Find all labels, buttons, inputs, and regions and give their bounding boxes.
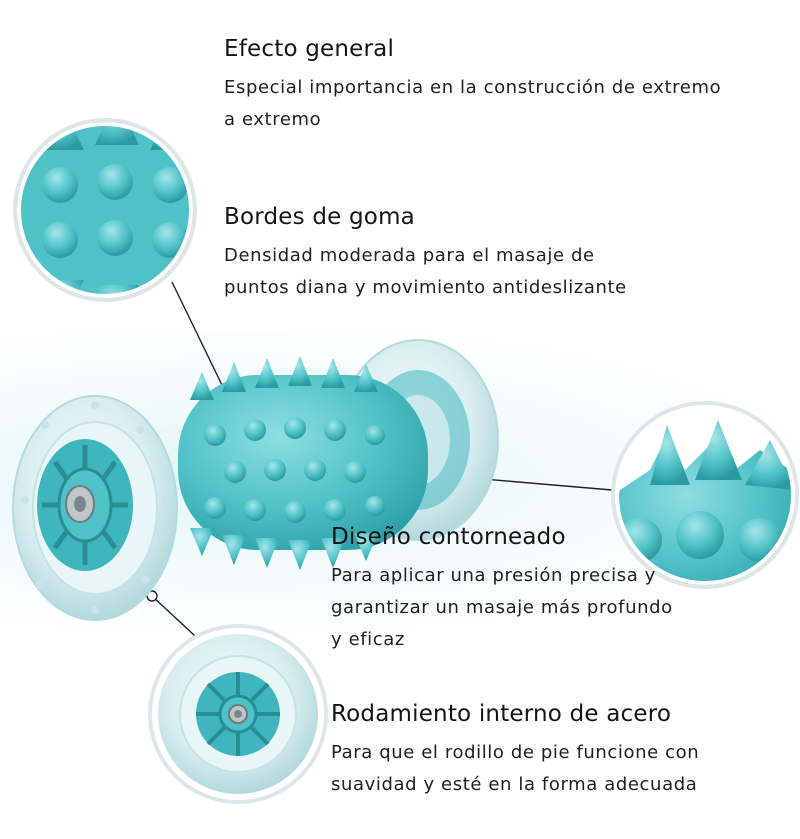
feature-bordes-de-goma: Bordes de goma Densidad moderada para el… bbox=[224, 202, 627, 304]
feature-description-line: Densidad moderada para el masaje de bbox=[224, 245, 595, 266]
roller-body bbox=[178, 356, 428, 570]
inset-spikes bbox=[13, 118, 197, 302]
inset-bearing bbox=[148, 624, 328, 804]
feature-description-line: Especial importancia en la construcción … bbox=[224, 77, 722, 98]
inset-contour bbox=[611, 401, 799, 589]
feature-description-line: a extremo bbox=[224, 109, 322, 130]
feature-diseno-contorneado: Diseño contorneado Para aplicar una pres… bbox=[331, 522, 673, 656]
feature-description-line: Para aplicar una presión precisa y bbox=[331, 565, 656, 586]
feature-description-line: y eficaz bbox=[331, 629, 405, 650]
feature-description-line: puntos diana y movimiento antideslizante bbox=[224, 277, 627, 298]
feature-description-line: suavidad y esté en la forma adecuada bbox=[331, 774, 698, 795]
feature-rodamiento-interno: Rodamiento interno de acero Para que el … bbox=[331, 699, 699, 801]
feature-title: Efecto general bbox=[224, 36, 395, 62]
feature-description-line: garantizar un masaje más profundo bbox=[331, 597, 673, 618]
feature-title: Bordes de goma bbox=[224, 204, 415, 230]
feature-description-line: Para que el rodillo de pie funcione con bbox=[331, 742, 700, 763]
feature-title: Diseño contorneado bbox=[331, 524, 566, 550]
feature-title: Rodamiento interno de acero bbox=[331, 701, 672, 727]
left-wheel bbox=[12, 395, 178, 621]
feature-efecto-general: Efecto general Especial importancia en l… bbox=[224, 34, 721, 136]
